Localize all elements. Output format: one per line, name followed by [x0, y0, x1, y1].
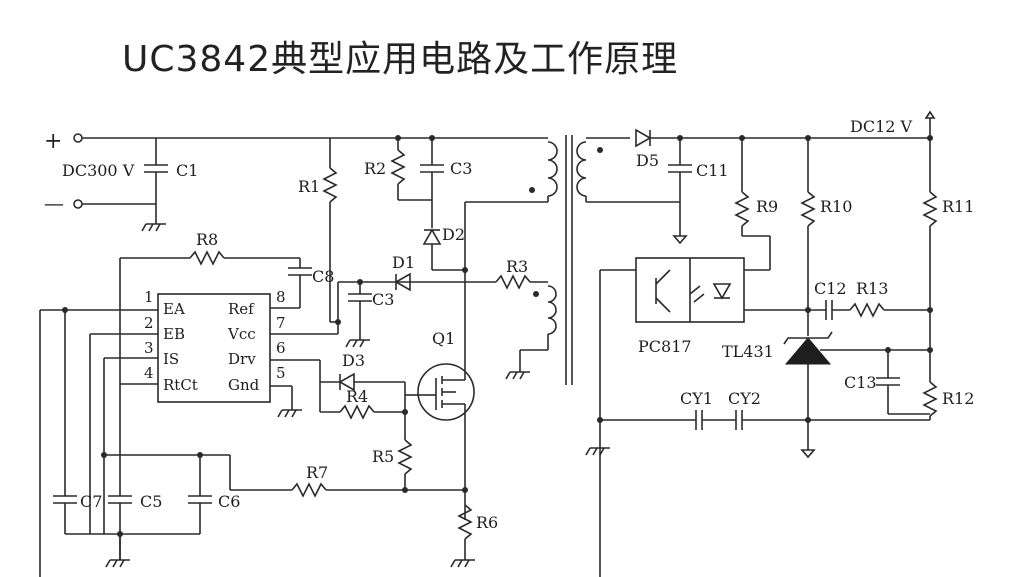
c11-label: C11 — [696, 161, 729, 180]
c6-label: C6 — [218, 492, 240, 511]
r2-label: R2 — [364, 159, 386, 178]
r7-label: R7 — [306, 463, 328, 482]
d2-label: D2 — [442, 225, 465, 244]
ground-symbol — [105, 559, 130, 568]
pin-7-number: 7 — [276, 314, 286, 332]
tl431-regulator: C12 R13 TL431 — [722, 279, 933, 459]
c3-mid-label: C3 — [372, 290, 394, 309]
vcc-net — [330, 282, 341, 334]
d3-label: D3 — [342, 351, 365, 370]
plus-terminal-label: + — [44, 129, 62, 154]
cy2-label: CY2 — [728, 389, 761, 408]
pin-rtct-label: RtCt — [163, 376, 198, 394]
r1-label: R1 — [298, 177, 320, 196]
c5-label: C5 — [140, 492, 162, 511]
feedback-r8-c8: R8 C8 — [119, 230, 334, 384]
pin-6-number: 6 — [276, 339, 286, 357]
r12-label: R12 — [942, 389, 974, 408]
c7-label: C7 — [80, 492, 102, 511]
pin-drv-label: Drv — [228, 350, 256, 368]
r5-label: R5 — [372, 447, 394, 466]
c8-label: C8 — [312, 267, 334, 286]
pin-2-number: 2 — [144, 314, 154, 332]
startup-resistor: R1 — [298, 138, 338, 322]
minus-terminal-label: — — [44, 191, 64, 215]
c12-label: C12 — [814, 279, 847, 298]
ground-symbol — [585, 447, 610, 456]
tl431-label: TL431 — [722, 342, 774, 361]
transformer-secondary — [576, 137, 680, 203]
ground-symbol — [450, 559, 475, 568]
r11-label: R11 — [942, 197, 974, 216]
pin-vcc-label: Vcc — [227, 325, 256, 343]
uc3842-ic: EA EB IS RtCt Ref Vcc Drv Gnd 1 2 3 4 8 … — [40, 288, 338, 418]
pin-8-number: 8 — [276, 288, 286, 306]
r6-label: R6 — [476, 513, 498, 532]
c1-label: C1 — [176, 161, 198, 180]
r8-label: R8 — [196, 230, 218, 249]
current-sense: R6 R7 — [230, 463, 498, 568]
c13-label: C13 — [844, 373, 877, 392]
timing-capacitors: C7 C5 C6 — [39, 307, 240, 577]
y-capacitors: CY1 CY2 — [585, 389, 930, 456]
pin-ref-label: Ref — [228, 300, 255, 318]
ground-symbol — [141, 223, 166, 232]
pin-ea-label: EA — [163, 300, 185, 318]
output-resistors: R9 R10 R11 — [734, 138, 974, 382]
r10-label: R10 — [820, 197, 852, 216]
q1-mosfet: Q1 — [417, 329, 475, 520]
transformer-core — [565, 135, 573, 385]
r13-label: R13 — [856, 279, 888, 298]
cy1-label: CY1 — [680, 389, 713, 408]
ground-symbol — [505, 371, 530, 380]
pin-4-number: 4 — [144, 364, 154, 382]
page-title: UC3842典型应用电路及工作原理 — [122, 39, 679, 80]
c13-r12: C13 R12 — [844, 350, 974, 420]
plus-terminal — [73, 133, 83, 143]
snubber-network: R2 C3 D2 — [364, 135, 472, 271]
pc817-label: PC817 — [638, 337, 692, 356]
output-voltage-label: DC12 V — [850, 117, 913, 136]
aux-winding: D1 R3 C3 — [338, 253, 557, 380]
r4-label: R4 — [346, 387, 368, 406]
pc817-optocoupler: PC817 — [599, 257, 808, 577]
r9-label: R9 — [756, 197, 778, 216]
d5-label: D5 — [636, 151, 659, 170]
input-section: + — DC300 V C1 — [44, 129, 465, 232]
q1-label: Q1 — [432, 329, 455, 348]
gate-drive: D3 R4 R5 — [319, 351, 420, 490]
c3-top-label: C3 — [450, 159, 472, 178]
ground-symbol — [277, 409, 302, 418]
r3-label: R3 — [506, 257, 528, 276]
transformer-primary — [464, 137, 558, 370]
pin-5-number: 5 — [276, 364, 286, 382]
d1-label: D1 — [392, 253, 415, 272]
pin-is-label: IS — [163, 350, 179, 368]
pin-eb-label: EB — [163, 325, 185, 343]
pin-gnd-label: Gnd — [228, 376, 260, 394]
pin-1-number: 1 — [144, 288, 154, 306]
ground-symbol — [345, 339, 370, 348]
input-voltage-label: DC300 V — [62, 161, 135, 180]
output-rectifier: D5 C11 DC12 V — [635, 110, 936, 245]
pin-3-number: 3 — [144, 339, 154, 357]
minus-terminal — [73, 199, 83, 209]
